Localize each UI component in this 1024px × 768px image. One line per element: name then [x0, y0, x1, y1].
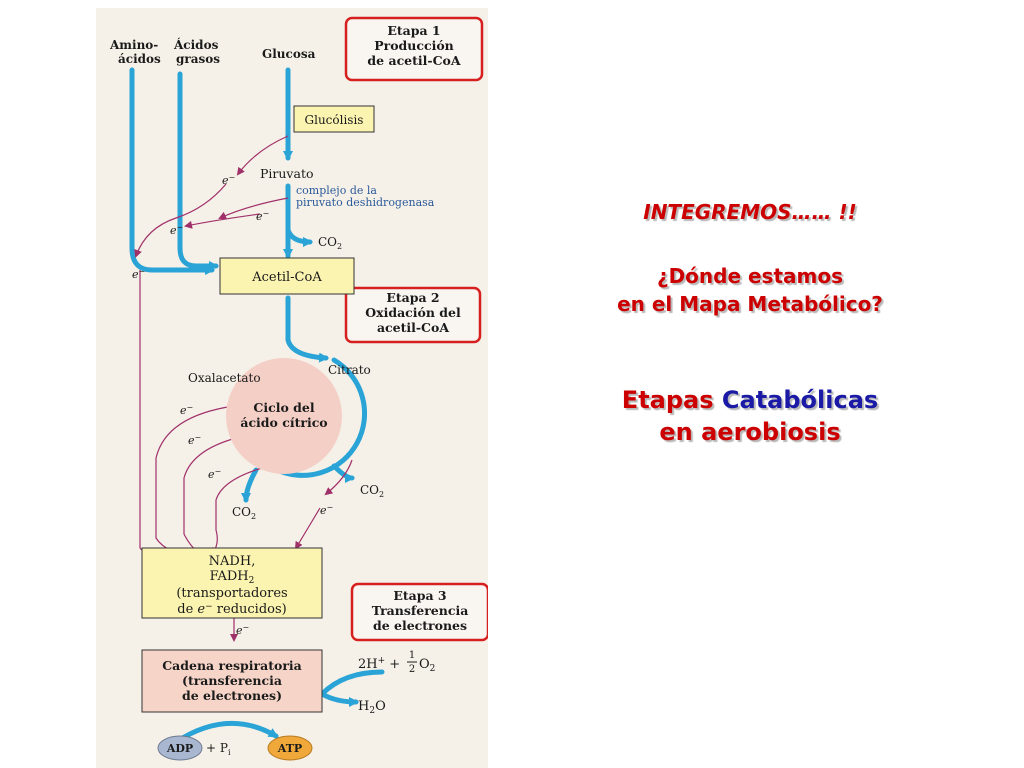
- water-label: H2O: [358, 699, 386, 716]
- svg-text:Ciclo del: Ciclo del: [253, 400, 314, 415]
- co2-label: CO2: [232, 505, 256, 521]
- electron-label: e−: [188, 433, 201, 447]
- svg-text:CO2: CO2: [360, 483, 384, 499]
- adp-ellipse: ADP: [157, 735, 203, 761]
- electron-label: e−: [208, 467, 221, 481]
- svg-text:2: 2: [409, 664, 415, 675]
- svg-text:de electrones): de electrones): [182, 688, 282, 703]
- svg-text:Cadena respiratoria: Cadena respiratoria: [162, 658, 302, 673]
- phosphate-label: + Pi: [206, 741, 231, 757]
- oxygen-label: 2H+ + 1 2 O2: [358, 650, 435, 675]
- stage-3-box: Etapa 3 Transferencia de electrones: [350, 582, 488, 642]
- fatty-acids-label: Ácidos: [173, 37, 219, 52]
- svg-text:Glucólisis: Glucólisis: [305, 113, 364, 127]
- stage-2-box: Etapa 2 Oxidación del acetil-CoA: [344, 286, 482, 344]
- svg-text:Transferencia: Transferencia: [372, 603, 469, 618]
- aerobiosis-line: en aerobiosis: [659, 418, 841, 446]
- pdh-complex-label: piruvato deshidrogenasa: [296, 196, 435, 209]
- catabolicas-word: Catabólicas: [721, 386, 879, 414]
- question-text: ¿Dónde estamos en el Mapa Metabólico?: [540, 262, 960, 318]
- acetyl-coa-box: Acetil-CoA: [219, 257, 355, 295]
- svg-text:Etapa 2: Etapa 2: [386, 290, 439, 305]
- svg-text:O2: O2: [419, 657, 435, 674]
- electron-label: e−: [236, 623, 249, 637]
- svg-text:de e− reducidos): de e− reducidos): [177, 602, 286, 617]
- svg-text:FADH2: FADH2: [210, 569, 255, 586]
- electron-label: e−: [132, 267, 145, 281]
- svg-text:1: 1: [409, 650, 415, 661]
- glucose-label: Glucosa: [262, 47, 316, 61]
- fatty-acids-label: grasos: [176, 52, 220, 66]
- stage-1-box: Etapa 1 Producción de acetil-CoA: [344, 16, 484, 82]
- svg-text:CO2: CO2: [318, 235, 342, 251]
- svg-text:de electrones: de electrones: [373, 618, 467, 633]
- svg-text:Producción: Producción: [374, 38, 454, 53]
- question-line-1: ¿Dónde estamos: [656, 264, 844, 288]
- citrate-label: Citrato: [328, 363, 371, 377]
- nadh-fadh2-box: NADH, FADH2 (transportadores de e− reduc…: [141, 547, 323, 619]
- electron-label: e−: [180, 403, 193, 417]
- question-line-2: en el Mapa Metabólico?: [617, 292, 883, 316]
- svg-text:Etapa 3: Etapa 3: [393, 588, 446, 603]
- pdh-complex-label: complejo de la: [296, 184, 377, 197]
- source-labels: Amino- ácidos Ácidos grasos Glucosa: [109, 37, 316, 66]
- svg-text:+ Pi: + Pi: [206, 741, 231, 757]
- svg-text:2H+ +: 2H+ +: [358, 656, 400, 672]
- electron-label: e−: [222, 173, 235, 187]
- electron-label: e−: [256, 209, 269, 223]
- electron-label: e−: [170, 223, 183, 237]
- respiratory-chain-box: Cadena respiratoria (transferencia de el…: [141, 649, 323, 713]
- oxaloacetate-label: Oxalacetato: [188, 371, 261, 385]
- svg-text:de acetil-CoA: de acetil-CoA: [367, 53, 460, 68]
- svg-text:(transferencia: (transferencia: [182, 673, 282, 688]
- svg-text:H2O: H2O: [358, 699, 386, 716]
- svg-text:Acetil-CoA: Acetil-CoA: [251, 270, 322, 285]
- co2-label: CO2: [360, 483, 384, 499]
- svg-text:ATP: ATP: [277, 742, 302, 755]
- citric-acid-cycle: Ciclo del ácido cítrico: [226, 358, 342, 474]
- pyruvate-label: Piruvato: [260, 166, 314, 181]
- svg-text:NADH,: NADH,: [209, 554, 256, 569]
- co2-label: CO2: [318, 235, 342, 251]
- electron-label: e−: [320, 503, 333, 517]
- integremos-heading: INTEGREMOS…… !!: [643, 200, 857, 224]
- catabolic-stages-title: Etapas Catabólicas en aerobiosis: [540, 384, 960, 448]
- svg-text:CO2: CO2: [232, 505, 256, 521]
- etapas-word: Etapas: [621, 386, 714, 414]
- catabolic-title-line-1: Etapas Catabólicas: [540, 384, 960, 416]
- svg-text:(transportadores: (transportadores: [176, 586, 287, 601]
- svg-text:Etapa 1: Etapa 1: [387, 23, 440, 38]
- svg-text:ácido cítrico: ácido cítrico: [240, 415, 327, 430]
- aminoacids-label: ácidos: [118, 52, 161, 66]
- electron-labels: e− e− e− e− e− e− e− e− e−: [132, 173, 333, 637]
- glycolysis-box: Glucólisis: [293, 105, 375, 133]
- atp-ellipse: ATP: [267, 735, 313, 761]
- svg-text:Oxidación del: Oxidación del: [365, 305, 461, 320]
- metabolic-pathway-diagram: Amino- ácidos Ácidos grasos Glucosa Etap…: [96, 8, 488, 768]
- aminoacids-label: Amino-: [109, 38, 158, 52]
- svg-text:acetil-CoA: acetil-CoA: [377, 320, 449, 335]
- svg-text:ADP: ADP: [166, 742, 193, 755]
